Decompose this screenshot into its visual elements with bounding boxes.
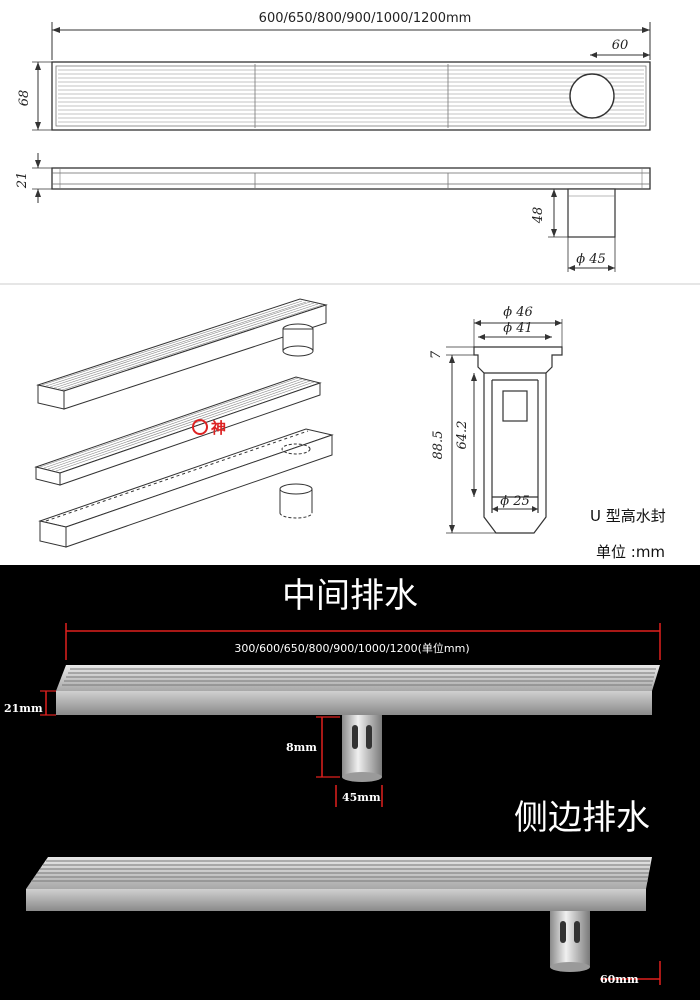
trap-inner-h-arrow-top bbox=[471, 373, 477, 381]
outlet-side bbox=[567, 188, 616, 238]
center-drain-photo bbox=[56, 665, 660, 782]
trap-total-height-label: 88.5 bbox=[431, 431, 446, 460]
outlet-depth-arrow-bottom bbox=[551, 229, 557, 237]
offset-arrow-left bbox=[590, 52, 597, 58]
outlet-dia-arrow-left bbox=[568, 265, 575, 271]
trap-outer-diameter-label: ϕ 46 bbox=[503, 305, 533, 320]
trap-bottom-diameter-label: ϕ 25 bbox=[500, 494, 530, 509]
outlet-diameter-label: ϕ 45 bbox=[576, 252, 606, 267]
exploded-grate-top bbox=[36, 298, 328, 410]
watermark-logo: 神 bbox=[192, 419, 226, 437]
exploded-outlet-cylinder bbox=[279, 483, 313, 519]
mid-drawing-panel: 神 ϕ 46 ϕ 41 7 88.5 64.2 ϕ 25 U 型高水封 单位 :… bbox=[0, 285, 700, 565]
trap-inner-height-label: 64.2 bbox=[455, 421, 470, 450]
center-drain-title: 中间排水 bbox=[282, 576, 418, 616]
watermark-text: 神 bbox=[211, 419, 226, 437]
u-trap-drawing bbox=[473, 346, 563, 534]
thick-arrow-top bbox=[35, 160, 41, 168]
outlet-depth-arrow-top bbox=[551, 189, 557, 197]
thickness-label: 21 bbox=[15, 172, 30, 190]
arrow-right bbox=[642, 27, 650, 33]
center-outlet-depth-label: 8mm bbox=[286, 741, 317, 754]
unit-label: 单位 :mm bbox=[596, 543, 665, 561]
thick-arrow-bottom bbox=[35, 189, 41, 197]
center-length-label-bg bbox=[228, 639, 476, 655]
center-length-label: 300/600/650/800/900/1000/1200(单位mm) bbox=[234, 641, 469, 655]
side-outlet-pipe bbox=[550, 911, 590, 967]
outlet-offset-label: 60 bbox=[612, 38, 629, 53]
exploded-grate-middle bbox=[34, 376, 322, 486]
side-drain-title: 侧边排水 bbox=[514, 798, 650, 838]
trap-inner-arrow-l bbox=[478, 334, 485, 340]
trap-total-arrow-bottom bbox=[449, 525, 455, 533]
trap-top-height-label: 7 bbox=[429, 350, 444, 359]
mid-drawing-svg: 神 ϕ 46 ϕ 41 7 88.5 64.2 ϕ 25 U 型高水封 单位 :… bbox=[34, 298, 666, 561]
outlet-depth-label: 48 bbox=[531, 207, 546, 225]
trap-inner-h-arrow-bottom bbox=[471, 489, 477, 497]
trap-total-arrow-top bbox=[449, 355, 455, 363]
center-outlet-diameter-label: 45mm bbox=[342, 791, 381, 804]
center-thickness-label: 21mm bbox=[4, 702, 43, 715]
photo-svg: 中间排水 300/600/650/800/900/1000/1200(单位mm)… bbox=[4, 576, 661, 986]
outlet-circle-top bbox=[569, 73, 615, 119]
width-dimension-label: 600/650/800/900/1000/1200mm bbox=[259, 11, 472, 26]
top-drawing-svg: 600/650/800/900/1000/1200mm 60 68 bbox=[0, 11, 700, 285]
trap-outer-arrow-r bbox=[555, 320, 562, 326]
center-outlet-pipe bbox=[342, 715, 382, 777]
side-outlet-offset-label: 60mm bbox=[600, 973, 639, 986]
side-drain-photo bbox=[26, 857, 652, 972]
trap-bottom-arrow-r bbox=[532, 506, 538, 512]
exploded-channel bbox=[38, 428, 334, 548]
arrow-left bbox=[52, 27, 60, 33]
outlet-dia-arrow-right bbox=[608, 265, 615, 271]
trap-bottom-arrow-l bbox=[492, 506, 498, 512]
trap-outer-arrow-l bbox=[474, 320, 481, 326]
height-arrow-bottom bbox=[35, 122, 41, 130]
height-arrow-top bbox=[35, 62, 41, 70]
side-view bbox=[51, 167, 651, 238]
top-technical-drawing: 600/650/800/900/1000/1200mm 60 68 bbox=[0, 0, 700, 285]
trap-type-label: U 型高水封 bbox=[590, 507, 666, 525]
height-label: 68 bbox=[17, 90, 32, 107]
offset-arrow-right bbox=[643, 52, 650, 58]
trap-inner-diameter-label: ϕ 41 bbox=[503, 321, 533, 336]
trap-inner-arrow-r bbox=[545, 334, 552, 340]
product-photo-panel: 中间排水 300/600/650/800/900/1000/1200(单位mm)… bbox=[0, 565, 700, 1000]
top-view-plate bbox=[51, 61, 651, 131]
